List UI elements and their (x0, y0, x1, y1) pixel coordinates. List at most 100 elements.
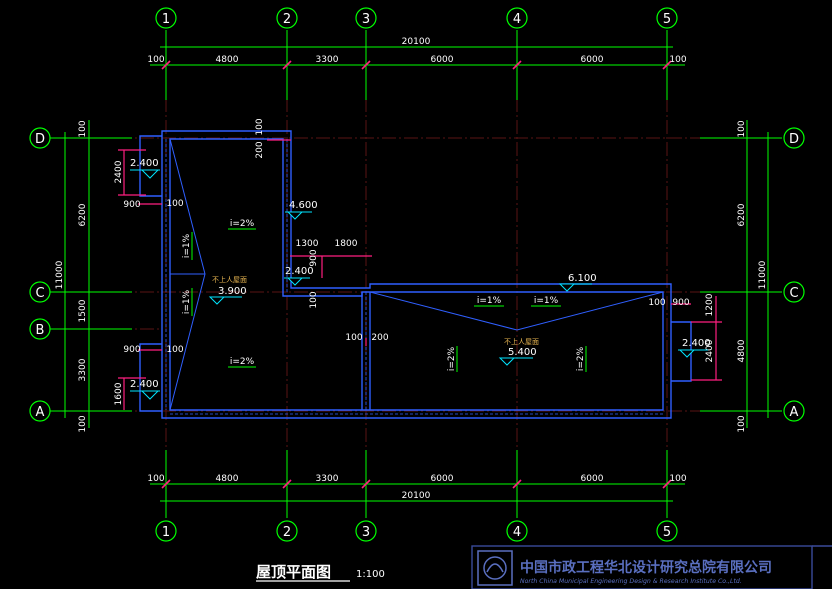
dim-local-900-r: 900 (672, 298, 689, 308)
grid-label-4-bottom: 4 (513, 525, 521, 540)
elev-2400-tl: 2.400 (130, 158, 159, 169)
elev-5400: 5.400 (508, 347, 537, 358)
dim-bay-2-top: 3300 (316, 55, 339, 65)
elevation-markers (130, 169, 708, 400)
dim-left-seg-4: 3300 (78, 358, 88, 381)
grid-label-a-left: A (36, 405, 45, 420)
grid-label-c-right: C (789, 286, 798, 301)
dim-local-2400-r: 2400 (705, 339, 715, 362)
local-dimension-texts: 2400 900 100 100 200 1300 1800 900 100 1… (114, 118, 715, 405)
elev-2400-bl: 2.400 (130, 379, 159, 390)
drawing-scale: 1:100 (356, 569, 385, 580)
dim-local-100-tl: 100 (166, 199, 183, 209)
elev-6100: 6.100 (568, 273, 597, 284)
grid-label-2-bottom: 2 (283, 525, 291, 540)
grid-label-5-top: 5 (663, 12, 671, 27)
dim-right-seg-2: 6200 (737, 203, 747, 226)
title-block: 中国市政工程华北设计研究总院有限公司 North China Municipal… (471, 545, 832, 589)
institute-logo (477, 550, 513, 586)
slope-arrows (191, 228, 587, 372)
dim-total-right: 11000 (758, 260, 768, 289)
dim-right-seg-4: 100 (737, 415, 747, 432)
dim-right-seg-3: 4800 (737, 339, 747, 362)
dim-left-seg-3: 1500 (78, 299, 88, 322)
grid-label-5-bottom: 5 (663, 525, 671, 540)
dimension-lines (50, 30, 782, 518)
sheet-title: 屋顶平面图 1:100 (256, 563, 385, 582)
dim-local-1800: 1800 (335, 239, 358, 249)
elev-2400-mid: 2.400 (285, 266, 314, 277)
dim-edge-right-bottom: 100 (669, 474, 686, 484)
institute-name-en: North China Municipal Engineering Design… (520, 577, 742, 585)
dim-total-top: 20100 (402, 37, 431, 47)
dim-edge-right-top: 100 (669, 55, 686, 65)
dim-local-900-bl: 900 (123, 345, 140, 355)
dim-bay-1-bottom: 4800 (216, 474, 239, 484)
slope-texts: i=2% i=2% i=1% i=1% i=1% i=1% i=2% i=2% (182, 219, 586, 371)
grid-bubbles (29, 7, 805, 542)
dimension-ticks (161, 60, 672, 489)
dim-local-1200: 1200 (705, 293, 715, 316)
slope-label-lower: i=2% (230, 357, 255, 367)
elev-2400-r: 2.400 (682, 338, 711, 349)
dim-local-900-mid: 900 (309, 249, 319, 266)
dim-left-seg-1: 100 (78, 120, 88, 137)
dim-total-left: 11000 (55, 260, 65, 289)
roof-notes: 不上人屋面 不上人屋面 (212, 275, 539, 346)
grid-label-a-right: A (790, 405, 799, 420)
grid-label-4-top: 4 (513, 12, 521, 27)
grid-label-d-left: D (35, 132, 45, 147)
dim-total-bottom: 20100 (402, 491, 431, 501)
dim-left-seg-2: 6200 (78, 203, 88, 226)
dim-right-seg-1: 100 (737, 120, 747, 137)
dim-edge-left-top: 100 (147, 55, 164, 65)
dim-bay-3-bottom: 6000 (431, 474, 454, 484)
drawing-title: 屋顶平面图 (256, 563, 331, 581)
dim-local-900-tl: 900 (123, 200, 140, 210)
inner-wall-thin (165, 139, 663, 415)
building-walls (139, 130, 692, 419)
grid-label-c-left: C (35, 286, 44, 301)
dim-local-1300: 1300 (296, 239, 319, 249)
slope-label-strip-lower: i=1% (182, 289, 192, 314)
elev-3900: 3.900 (218, 286, 247, 297)
dim-bay-3-top: 6000 (431, 55, 454, 65)
dimension-texts: 20100 100 4800 3300 6000 6000 100 100 48… (55, 37, 768, 501)
grid-label-d-right: D (789, 132, 799, 147)
grid-label-b-left: B (36, 323, 45, 338)
grid-label-3-bottom: 3 (362, 525, 370, 540)
grid-label-2-top: 2 (283, 12, 291, 27)
dim-local-100-mid: 100 (309, 291, 319, 308)
grid-label-3-top: 3 (362, 12, 370, 27)
note-no-access-left: 不上人屋面 (212, 275, 247, 284)
dim-local-1600: 1600 (114, 382, 124, 405)
slope-label-right-b: i=1% (534, 296, 559, 306)
slope-label-strip-upper: i=1% (182, 233, 192, 258)
elev-4600: 4.600 (289, 200, 318, 211)
elevation-texts: 2.400 4.600 2.400 3.900 5.400 6.100 2.40… (130, 158, 711, 390)
grid-label-1-top: 1 (162, 12, 170, 27)
dim-bay-4-bottom: 6000 (581, 474, 604, 484)
dim-local-100-col3: 100 (345, 333, 362, 343)
dim-local-2400-tl: 2400 (114, 160, 124, 183)
grid-labels: 1 2 3 4 5 1 2 3 4 5 D C B A D C A (35, 12, 799, 540)
institute-name-cn: 中国市政工程华北设计研究总院有限公司 (520, 559, 772, 576)
dim-local-200-col3: 200 (371, 333, 388, 343)
dim-bay-2-bottom: 3300 (316, 474, 339, 484)
ridge-lines (169, 138, 664, 411)
dim-local-200-top: 200 (255, 141, 265, 158)
dim-local-100-top: 100 (255, 118, 265, 135)
local-dimension-marks (118, 139, 722, 410)
dim-local-100-r: 100 (648, 298, 665, 308)
dim-local-100-bl: 100 (166, 345, 183, 355)
slope-label-right-a: i=1% (477, 296, 502, 306)
slope-label-bay3: i=2% (447, 346, 457, 371)
slope-label-upper: i=2% (230, 219, 255, 229)
dim-bay-1-top: 4800 (216, 55, 239, 65)
dim-bay-4-top: 6000 (581, 55, 604, 65)
grid-label-1-bottom: 1 (162, 525, 170, 540)
dim-edge-left-bottom: 100 (147, 474, 164, 484)
slope-label-bay4: i=2% (576, 346, 586, 371)
dim-left-seg-5: 100 (78, 415, 88, 432)
